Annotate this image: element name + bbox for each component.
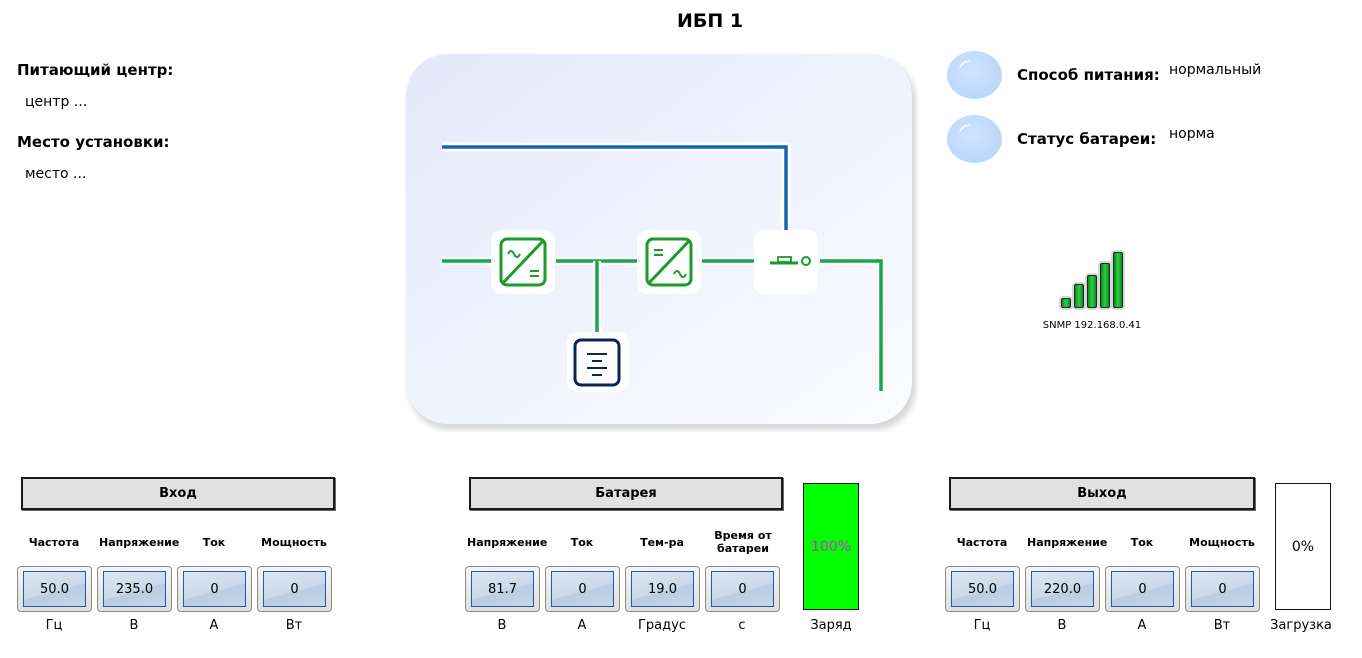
output-group-header: Выход bbox=[949, 477, 1255, 510]
battery-temperature-display: 19.0 bbox=[625, 566, 700, 612]
signal-bar bbox=[1061, 298, 1071, 308]
location-value: место ... bbox=[25, 166, 87, 182]
supply-center-label: Питающий центр: bbox=[17, 61, 174, 79]
ups-mimic-diagram bbox=[404, 52, 918, 432]
bypass-switch-icon bbox=[754, 230, 818, 294]
output-frequency-display: 50.0 bbox=[945, 566, 1020, 612]
output-voltage-display: 220.0 bbox=[1025, 566, 1100, 612]
output-load-gauge: 0% bbox=[1275, 483, 1331, 610]
output-current-unit: А bbox=[1137, 618, 1147, 633]
battery-temperature-value: 19.0 bbox=[631, 571, 694, 607]
battery-current-label: Ток bbox=[570, 536, 594, 549]
output-current-display: 0 bbox=[1105, 566, 1180, 612]
battery-status-led-icon bbox=[947, 115, 1002, 163]
output-voltage-label: Напряжение bbox=[1027, 536, 1108, 549]
battery-temperature-unit: Градус bbox=[638, 618, 686, 633]
battery-runtime-value: 0 bbox=[711, 571, 774, 607]
output-frequency-label: Частота bbox=[956, 536, 1008, 549]
snmp-address: SNMP 192.168.0.41 bbox=[1042, 320, 1142, 331]
battery-voltage-label: Напряжение bbox=[467, 536, 548, 549]
signal-bar bbox=[1113, 252, 1123, 308]
battery-charge-gauge: 100% bbox=[803, 483, 859, 610]
battery-charge-caption: Заряд bbox=[810, 618, 852, 633]
power-mode-value: нормальный bbox=[1169, 62, 1262, 78]
signal-bar bbox=[1087, 275, 1097, 308]
supply-center-value: центр ... bbox=[25, 94, 88, 110]
output-power-value: 0 bbox=[1191, 571, 1254, 607]
signal-strength-icon bbox=[1040, 246, 1144, 308]
output-load-percent: 0% bbox=[1291, 538, 1315, 555]
output-power-display: 0 bbox=[1185, 566, 1260, 612]
output-current-label: Ток bbox=[1130, 536, 1154, 549]
battery-group-header: Батарея bbox=[469, 477, 783, 510]
battery-voltage-unit: В bbox=[497, 618, 507, 633]
battery-voltage-display: 81.7 bbox=[465, 566, 540, 612]
input-power-unit: Вт bbox=[285, 618, 303, 633]
output-frequency-unit: Гц bbox=[973, 618, 991, 633]
battery-charge-percent: 100% bbox=[810, 538, 852, 555]
battery-icon bbox=[567, 332, 629, 392]
rectifier-ac-dc-icon bbox=[491, 230, 555, 294]
input-voltage-unit: В bbox=[129, 618, 139, 633]
battery-temperature-label: Тем-ра bbox=[640, 536, 684, 549]
power-mode-label: Способ питания: bbox=[1017, 66, 1160, 84]
battery-charge-fill bbox=[804, 484, 858, 609]
input-current-value: 0 bbox=[183, 571, 246, 607]
page-title: ИБП 1 bbox=[676, 10, 744, 32]
battery-status-label: Статус батареи: bbox=[1017, 130, 1157, 148]
battery-current-display: 0 bbox=[545, 566, 620, 612]
main-power-line bbox=[442, 257, 885, 391]
input-frequency-display: 50.0 bbox=[17, 566, 92, 612]
battery-status-indicator: Статус батареи: bbox=[947, 115, 1156, 163]
inverter-dc-ac-icon bbox=[637, 230, 701, 294]
output-current-value: 0 bbox=[1111, 571, 1174, 607]
input-frequency-value: 50.0 bbox=[23, 571, 86, 607]
input-group-header: Вход bbox=[21, 477, 335, 510]
snmp-connection: SNMP 192.168.0.41 bbox=[1040, 246, 1144, 331]
battery-voltage-value: 81.7 bbox=[471, 571, 534, 607]
signal-bar bbox=[1100, 263, 1110, 308]
power-mode-indicator: Способ питания: bbox=[947, 51, 1160, 99]
output-voltage-unit: В bbox=[1057, 618, 1067, 633]
output-load-caption: Загрузка bbox=[1270, 618, 1332, 633]
battery-runtime-display: 0 bbox=[705, 566, 780, 612]
output-voltage-value: 220.0 bbox=[1031, 571, 1094, 607]
input-power-value: 0 bbox=[263, 571, 326, 607]
output-power-unit: Вт bbox=[1213, 618, 1231, 633]
input-frequency-label: Частота bbox=[28, 536, 80, 549]
input-current-label: Ток bbox=[202, 536, 226, 549]
location-label: Место установки: bbox=[17, 133, 170, 151]
input-power-display: 0 bbox=[257, 566, 332, 612]
input-current-unit: А bbox=[209, 618, 219, 633]
input-voltage-display: 235.0 bbox=[97, 566, 172, 612]
bypass-line bbox=[442, 142, 791, 230]
battery-runtime-unit: с bbox=[738, 618, 746, 633]
input-voltage-value: 235.0 bbox=[103, 571, 166, 607]
battery-runtime-label: Время от батареи bbox=[714, 529, 772, 555]
signal-bar bbox=[1074, 284, 1084, 308]
output-power-label: Мощность bbox=[1189, 536, 1255, 549]
input-power-label: Мощность bbox=[261, 536, 327, 549]
battery-current-unit: А bbox=[577, 618, 587, 633]
battery-current-value: 0 bbox=[551, 571, 614, 607]
input-voltage-label: Напряжение bbox=[99, 536, 180, 549]
output-frequency-value: 50.0 bbox=[951, 571, 1014, 607]
input-frequency-unit: Гц bbox=[45, 618, 63, 633]
input-current-display: 0 bbox=[177, 566, 252, 612]
battery-status-value: норма bbox=[1169, 126, 1215, 142]
power-mode-led-icon bbox=[947, 51, 1002, 99]
